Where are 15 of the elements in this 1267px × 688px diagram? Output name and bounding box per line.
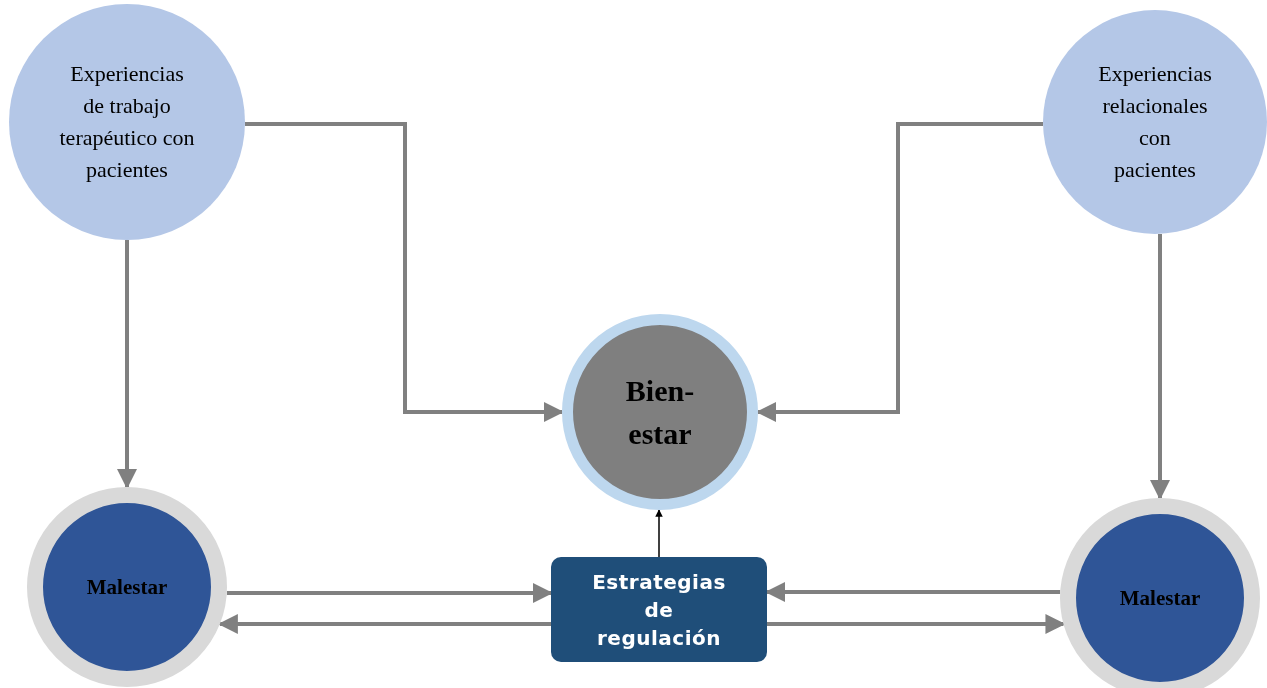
arrow <box>756 122 1043 422</box>
circle-label: Malestar <box>86 573 168 601</box>
arrow <box>226 583 553 603</box>
arrow <box>655 509 663 558</box>
circle-label: Malestar <box>1119 584 1201 612</box>
circle-label: Bien- estar <box>624 372 696 452</box>
arrow <box>767 614 1066 634</box>
box-label: Estrategias de regulación <box>591 568 727 652</box>
arrow <box>245 122 564 422</box>
arrow <box>765 582 1061 602</box>
arrow <box>117 240 137 489</box>
circle-label: Experiencias de trabajo terapéutico con pacientes <box>59 60 195 184</box>
arrow <box>1150 233 1170 500</box>
process-box <box>551 557 767 662</box>
circle-label: Experiencias relacionales con pacientes <box>1097 60 1213 184</box>
